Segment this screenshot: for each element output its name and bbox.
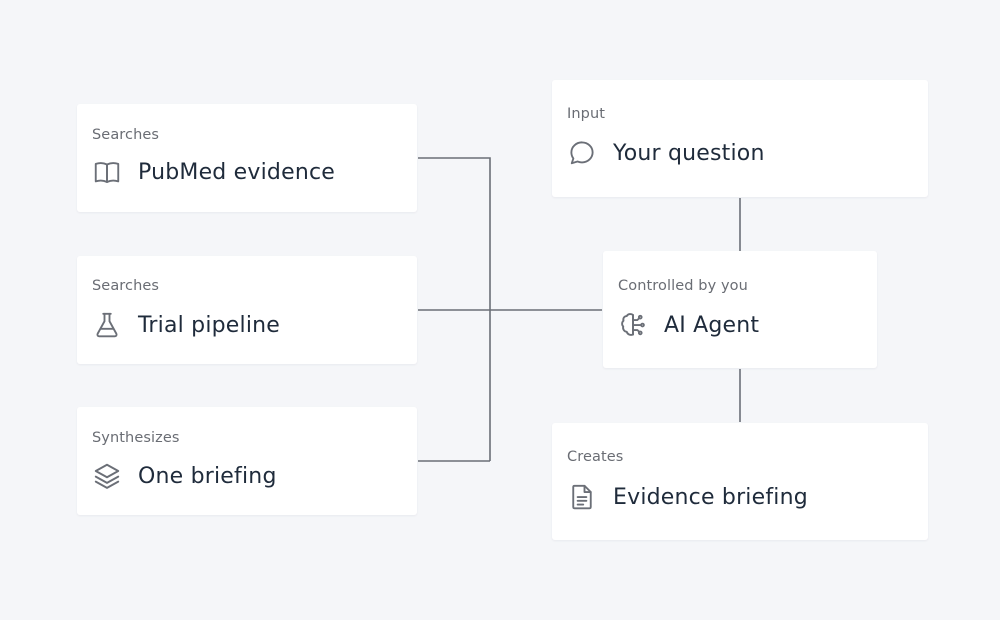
node-caption: Controlled by you: [618, 278, 748, 294]
node-caption: Searches: [92, 278, 160, 294]
document-icon: [567, 482, 597, 512]
chat-bubble-icon: [567, 138, 597, 168]
node-pubmed-evidence: Searches PubMed evidence: [77, 104, 417, 212]
node-title: Trial pipeline: [138, 312, 281, 338]
brain-icon: [618, 310, 648, 340]
node-title: One briefing: [138, 463, 277, 489]
connector-pubmed: [418, 157, 491, 461]
node-evidence-briefing: Creates Evidence briefing: [552, 423, 928, 540]
node-one-briefing: Synthesizes One briefing: [77, 407, 417, 515]
node-caption: Creates: [567, 449, 624, 465]
node-trial-pipeline: Searches Trial pipeline: [77, 256, 417, 364]
node-title: Your question: [613, 140, 765, 166]
node-your-question: Input Your question: [552, 80, 928, 197]
node-ai-agent: Controlled by you AI Agent: [603, 251, 877, 368]
layers-icon: [92, 461, 122, 491]
node-title: Evidence briefing: [613, 484, 808, 510]
node-title: AI Agent: [664, 312, 760, 338]
node-title: PubMed evidence: [138, 159, 336, 185]
node-caption: Searches: [92, 127, 160, 143]
node-caption: Input: [567, 106, 606, 122]
book-icon: [92, 157, 122, 187]
flask-icon: [92, 310, 122, 340]
node-caption: Synthesizes: [92, 430, 180, 446]
